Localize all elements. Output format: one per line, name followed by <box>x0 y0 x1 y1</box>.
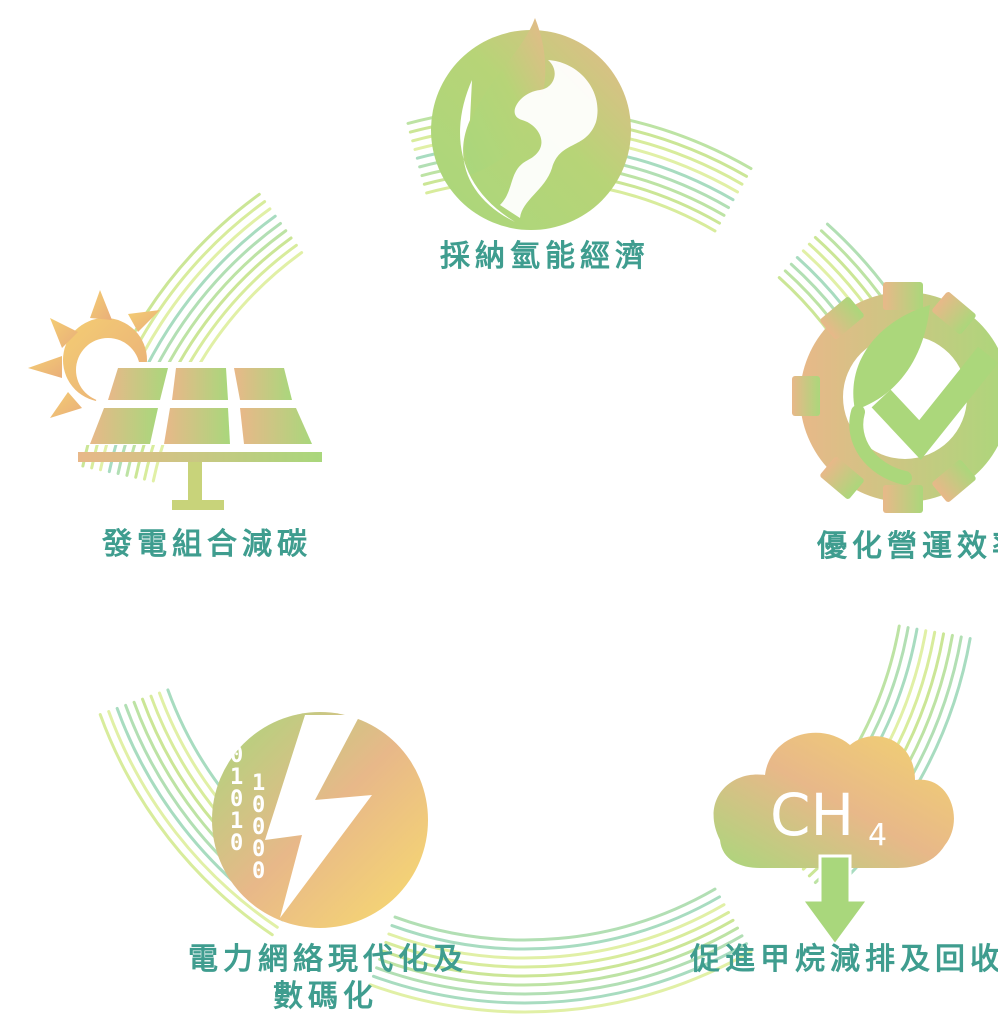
binary-digit: 0 <box>252 859 265 884</box>
earth-leaf-icon <box>431 18 631 230</box>
ring-arc <box>387 903 726 960</box>
methane-formula-subscript: 4 <box>868 818 887 853</box>
node-label-methane-reduction: 促進甲烷減排及回收 <box>690 942 998 977</box>
ring-arc <box>371 942 748 1005</box>
gear-leaf-check-icon <box>792 282 998 513</box>
ring-arc <box>151 251 304 483</box>
ring-arc <box>384 910 730 969</box>
binary-digit: 0 <box>230 787 243 812</box>
node-label-generation-decarbonisation: 發電組合減碳 <box>102 527 312 562</box>
node-label-grid-modernisation-line2: 數碼化 <box>273 979 378 1014</box>
ring-arc <box>393 887 717 942</box>
solar-panel-icon <box>78 362 322 510</box>
methane-cloud-icon: CH 4 <box>713 732 954 948</box>
methane-formula-text: CH <box>770 781 854 849</box>
binary-digit: 0 <box>252 837 265 862</box>
ring-arc <box>390 895 721 951</box>
binary-digit: 0 <box>230 743 243 768</box>
ring-arc <box>368 949 753 1014</box>
binary-digit: 0 <box>252 815 265 840</box>
solar-panel-sun-icon <box>28 290 322 510</box>
binary-digit: 0 <box>252 793 265 818</box>
ring-arc <box>378 926 739 987</box>
node-label-operational-efficiency: 優化營運效率 <box>817 529 998 564</box>
ring-arc <box>381 918 735 978</box>
ring-arc <box>825 636 972 898</box>
ring-arc <box>98 713 274 937</box>
node-label-hydrogen-economy: 採納氫能經濟 <box>440 239 650 274</box>
ring-arc <box>107 710 279 929</box>
binary-digit: 1 <box>230 809 243 834</box>
down-arrows-icon <box>785 854 885 948</box>
binary-digit: 1 <box>252 771 265 796</box>
binary-digit: 1 <box>230 765 243 790</box>
binary-digit: 1 <box>230 721 243 746</box>
ring-arc <box>375 934 744 996</box>
binary-digit: 0 <box>230 831 243 856</box>
node-label-grid-modernisation-line1: 電力網絡現代化及 <box>188 942 468 977</box>
